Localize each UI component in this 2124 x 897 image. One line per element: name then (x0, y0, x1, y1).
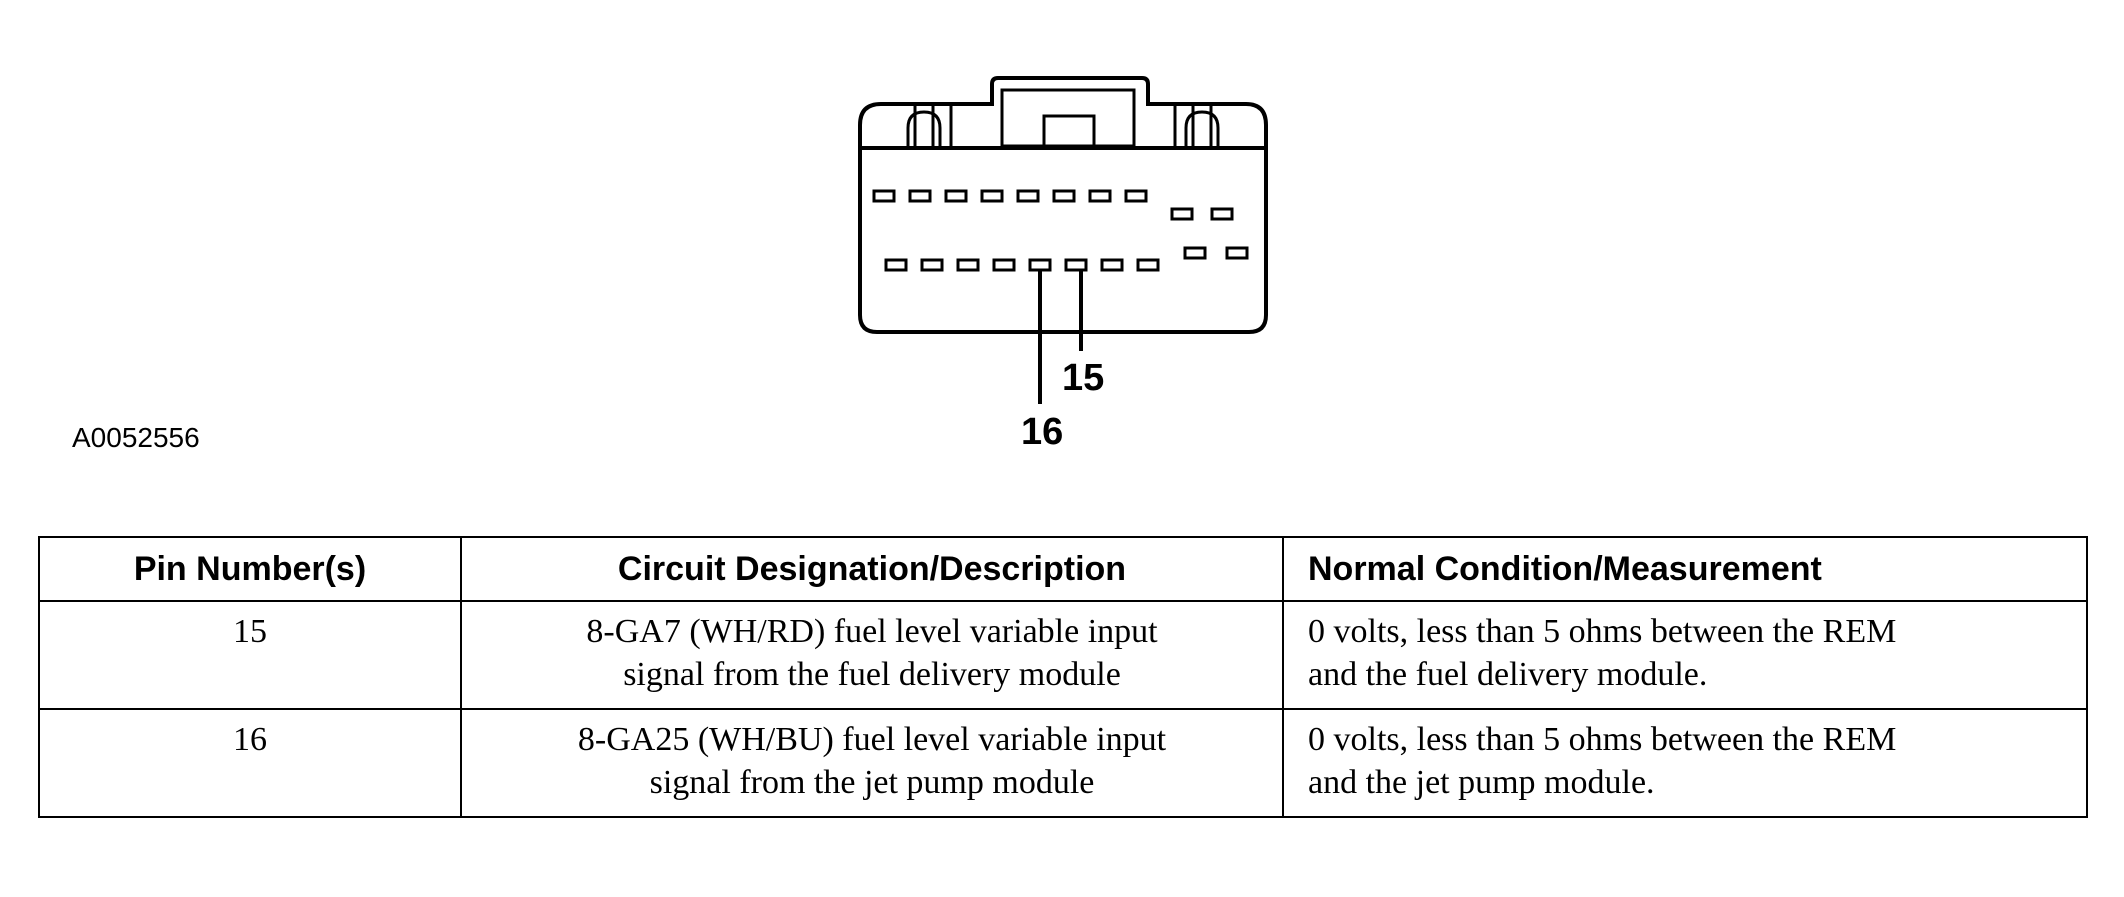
pin-cell: 16 (38, 708, 462, 818)
measurement-line: 0 volts, less than 5 ohms between the RE… (1308, 721, 1897, 758)
description-line: signal from the fuel delivery module (623, 656, 1121, 693)
measurement-line: 0 volts, less than 5 ohms between the RE… (1308, 613, 1897, 650)
connector-diagram: 15 16 (858, 76, 1268, 453)
measurement-line: and the fuel delivery module. (1308, 656, 1708, 693)
pin-table: Pin Number(s) Circuit Designation/Descri… (38, 536, 2088, 818)
figure-id: A0052556 (72, 422, 200, 453)
description-cell: 8-GA7 (WH/RD) fuel level variable input … (460, 600, 1284, 710)
measurement-cell: 0 volts, less than 5 ohms between the RE… (1282, 600, 2088, 710)
connector-outline (858, 76, 1268, 334)
header-normal-condition: Normal Condition/Measurement (1282, 536, 2088, 602)
callout-16: 16 (1021, 411, 1063, 453)
pin-cavities (872, 189, 1249, 272)
header-circuit-description: Circuit Designation/Description (460, 536, 1284, 602)
table-row: 15 8-GA7 (WH/RD) fuel level variable inp… (38, 600, 2088, 710)
table-header-row: Pin Number(s) Circuit Designation/Descri… (38, 536, 2088, 602)
measurement-line: and the jet pump module. (1308, 764, 1655, 801)
callout-leaders (1038, 270, 1083, 404)
table-row: 16 8-GA25 (WH/BU) fuel level variable in… (38, 708, 2088, 818)
description-cell: 8-GA25 (WH/BU) fuel level variable input… (460, 708, 1284, 818)
header-pin-number: Pin Number(s) (38, 536, 462, 602)
description-line: 8-GA7 (WH/RD) fuel level variable input (586, 613, 1158, 650)
description-line: 8-GA25 (WH/BU) fuel level variable input (577, 721, 1167, 758)
description-line: signal from the jet pump module (649, 764, 1095, 801)
measurement-cell: 0 volts, less than 5 ohms between the RE… (1282, 708, 2088, 818)
pin-cell: 15 (38, 600, 462, 710)
callout-15: 15 (1062, 357, 1104, 399)
